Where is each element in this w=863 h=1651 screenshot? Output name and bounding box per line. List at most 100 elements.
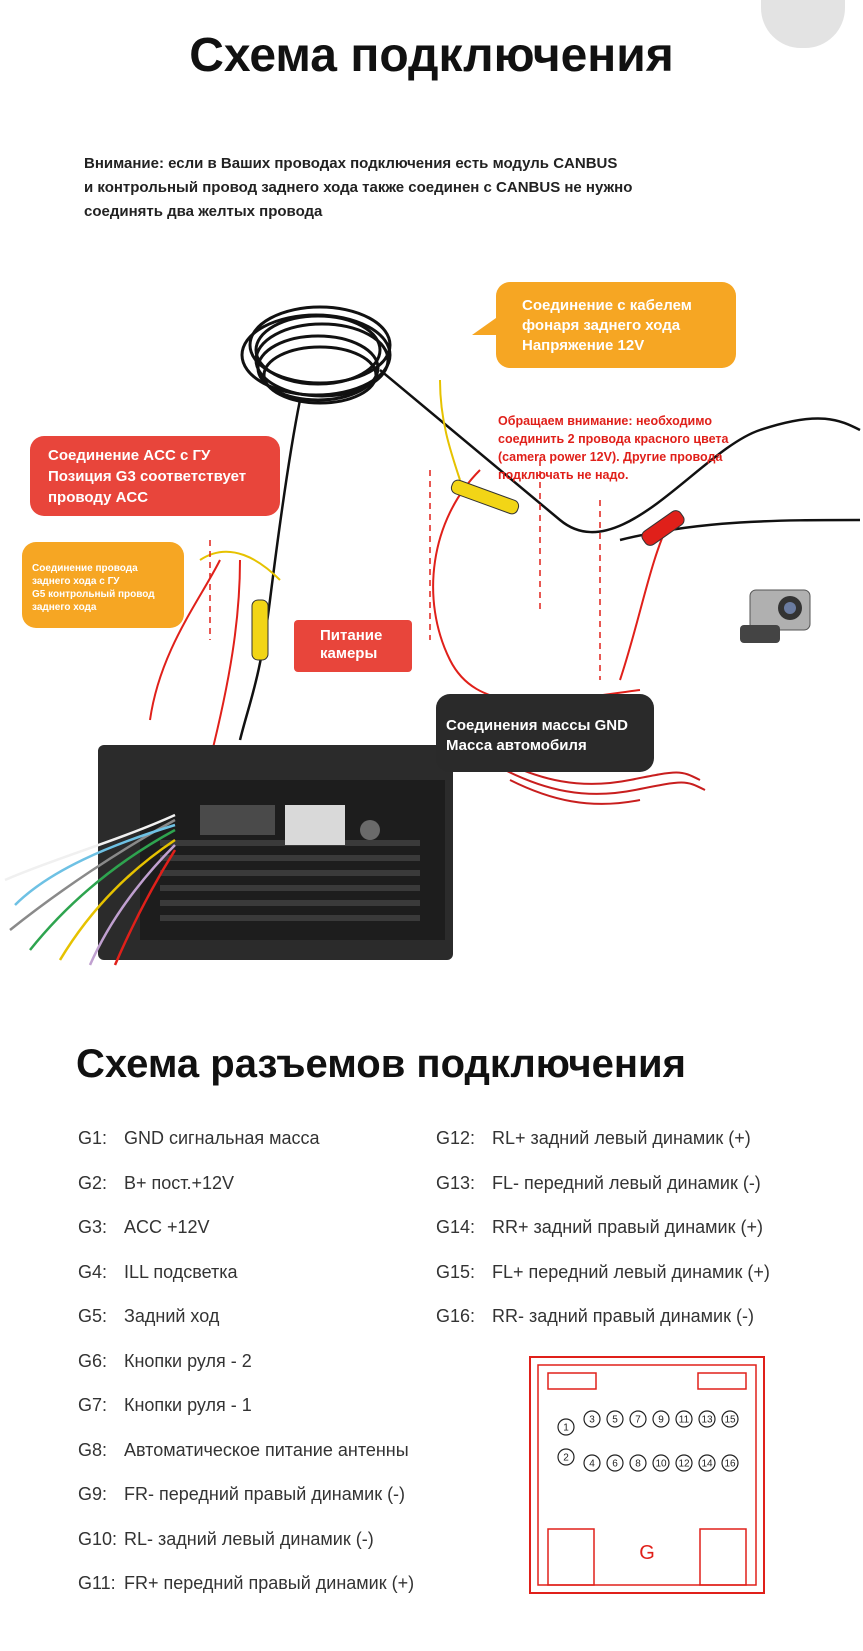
pin-code: G2:: [78, 1172, 108, 1193]
pin-row: G16:RR- задний правый динамик (-): [436, 1306, 754, 1327]
connector-pin-circle: [698, 1410, 716, 1428]
callout-line: Соединение с кабелем: [522, 297, 692, 314]
pin-row: G12: RL+ задний левый динамик (+): [436, 1128, 751, 1149]
connector-pin-circle: [698, 1454, 716, 1472]
callout-line: камеры: [320, 645, 378, 662]
pin-code: G12:: [436, 1128, 476, 1148]
pin-description: FL- передний левый динамик (-): [492, 1172, 761, 1193]
connector-pin-number: 3: [589, 1415, 595, 1426]
wire-bundle: [4, 813, 177, 966]
connector-inner: [537, 1364, 757, 1586]
connector-pin-circle: [557, 1418, 575, 1436]
rear-camera: [740, 589, 811, 643]
pin-row: G14:RR+ задний правый динамик (+): [436, 1217, 763, 1238]
connector-pin-number: 1: [563, 1423, 569, 1434]
rca-connector: [251, 599, 269, 661]
rca-connector: [450, 479, 520, 515]
red-connector: [641, 510, 685, 546]
pin-code: G9:: [78, 1484, 108, 1504]
pin-code: G15:: [436, 1261, 476, 1282]
callout-line: Напряжение 12V: [522, 337, 645, 354]
warning-line: (camera power 12V). Другие провода: [498, 450, 723, 464]
connector-pin-number: 11: [679, 1415, 690, 1426]
camera-cable: [379, 369, 861, 534]
pin-row: G1: GND сигнальная масса: [78, 1128, 320, 1149]
callout-reverse: Соединение провода заднего хода с ГУ G5 …: [22, 542, 184, 628]
connector-latch: [697, 1372, 747, 1390]
connector-outline: [529, 1356, 765, 1594]
connector-pin-number: 16: [724, 1459, 736, 1470]
callout-line: Питание: [320, 627, 383, 644]
pin-description: Задний ход: [124, 1306, 220, 1326]
cable-coil: [240, 305, 392, 405]
pin-code: G4:: [78, 1261, 108, 1282]
connector-pin-circle: [652, 1454, 670, 1472]
connector-pin-number: 13: [701, 1415, 713, 1426]
video-cable: [238, 399, 302, 741]
pin-description: FR- передний правый динамик (-): [124, 1484, 406, 1504]
pin-description: Кнопки руля - 1: [124, 1395, 252, 1415]
pin-code: G13:: [436, 1172, 476, 1193]
connector-pin-number: 6: [612, 1459, 618, 1470]
connector-pin-circle: [721, 1410, 739, 1428]
callout-line: G5 контрольный провод: [32, 589, 155, 600]
pin-description: RL+ задний левый динамик (+): [492, 1128, 751, 1148]
pin-code: G7:: [78, 1395, 108, 1415]
warning-line: соединить 2 провода красного цвета: [498, 432, 729, 446]
pin-code: G11:: [78, 1573, 116, 1593]
connector-pin-number: 14: [701, 1459, 713, 1470]
pin-row: G15: FL+ передний левый динамик (+): [436, 1262, 770, 1283]
connector-pin-circle: [583, 1454, 601, 1472]
callout-rear-light: Соединение с кабелем фонаря заднего хода…: [496, 282, 736, 368]
pin-row: G6: Кнопки руля - 2: [78, 1351, 252, 1372]
pin-row: G8: Автоматическое питание антенны: [78, 1440, 409, 1461]
ground-wires: [499, 759, 706, 805]
connector-pin-circle: [652, 1410, 670, 1428]
connector-pin-circle: [583, 1410, 601, 1428]
pin-description: FR+ передний правый динамик (+): [124, 1573, 415, 1593]
pin-code: G5:: [78, 1306, 108, 1326]
pin-description: RR- задний правый динамик (-): [492, 1306, 754, 1326]
connector-foot: [699, 1528, 747, 1586]
page-title: Схема подключения: [189, 29, 674, 82]
connector-pin-number: 4: [589, 1459, 595, 1470]
pin-description: RR+ задний правый динамик (+): [492, 1217, 763, 1237]
callout-line: Позиция G3 соответствует: [48, 468, 247, 485]
connector-foot: [547, 1528, 595, 1586]
connector-pin-circle: [606, 1454, 624, 1472]
pin-description: Кнопки руля - 2: [124, 1350, 252, 1371]
pin-description: RL- задний левый динамик (-): [124, 1528, 374, 1549]
yellow-wire: [439, 379, 461, 481]
pin-description: GND сигнальная масса: [124, 1128, 320, 1148]
red-wire-4: [209, 559, 241, 761]
callout-line: заднего хода: [32, 602, 97, 613]
pin-row: G9: FR- передний правый динамик (-): [78, 1484, 405, 1505]
connector-pin-circle: [675, 1454, 693, 1472]
connector-pin-number: 5: [612, 1415, 618, 1426]
note-line: Внимание: если в Ваших проводах подключе…: [84, 155, 618, 172]
pin-code: G1:: [78, 1128, 108, 1148]
connector-latch: [547, 1372, 597, 1390]
pin-code: G8:: [78, 1439, 108, 1460]
note-line: соединять два желтых провода: [84, 203, 323, 220]
callout-line: Масса автомобиля: [446, 737, 587, 754]
pin-row: G5: Задний ход: [78, 1306, 219, 1327]
pin-description: Автоматическое питание антенны: [124, 1439, 409, 1460]
pin-code: G6:: [78, 1350, 108, 1371]
pin-row: G4: ILL подсветка: [78, 1262, 238, 1283]
callout-line: Соединение ACC с ГУ: [48, 447, 211, 464]
head-unit: [98, 745, 453, 960]
connector-pin-number: 9: [658, 1415, 664, 1426]
pin-row: G3:ACC +12V: [78, 1217, 210, 1238]
connector-label: G: [639, 1542, 655, 1564]
connector-pin-number: 12: [678, 1459, 690, 1470]
callout-line: заднего хода с ГУ: [32, 576, 120, 587]
connector-pin-circle: [629, 1454, 647, 1472]
pin-code: G10:: [78, 1528, 118, 1549]
note-line: и контрольный провод заднего хода также …: [84, 179, 633, 196]
callout-line: фонаря заднего хода: [522, 317, 681, 334]
pin-description: FL+ передний левый динамик (+): [492, 1261, 770, 1282]
pin-description: ILL подсветка: [124, 1261, 238, 1282]
connector-pin-number: 2: [563, 1453, 569, 1464]
